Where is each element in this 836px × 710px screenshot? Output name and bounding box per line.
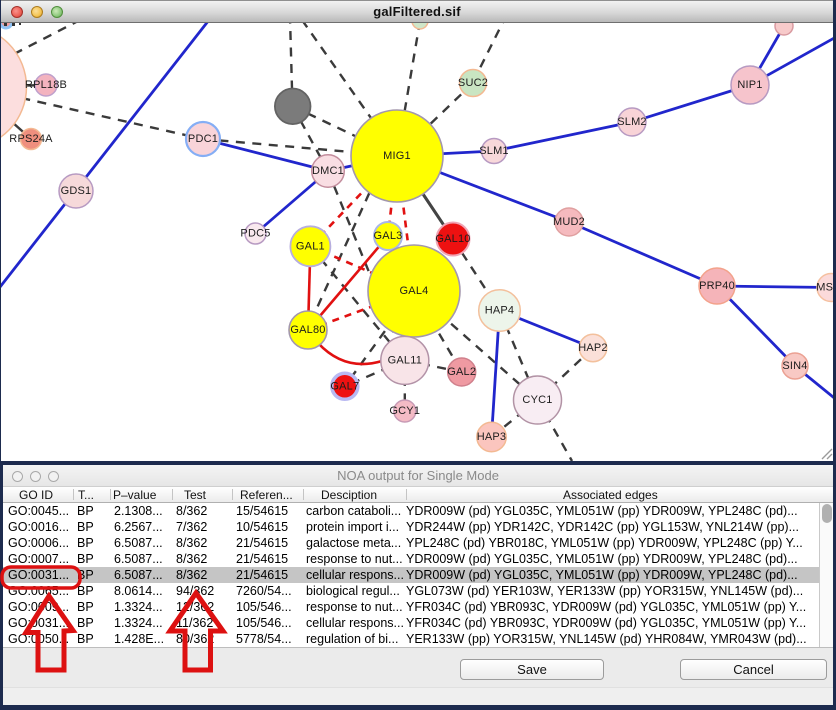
- svg-text:GAL3: GAL3: [374, 230, 403, 242]
- svg-text:SLM2: SLM2: [617, 116, 647, 128]
- svg-text:RPS24A: RPS24A: [9, 133, 53, 145]
- svg-text:PRP40: PRP40: [699, 280, 735, 292]
- svg-text:MSL1: MSL1: [816, 282, 833, 294]
- svg-text:NIP1: NIP1: [737, 79, 762, 91]
- svg-text:MIG1: MIG1: [383, 150, 411, 162]
- svg-text:GAL1: GAL1: [296, 240, 325, 252]
- svg-text:DMC1: DMC1: [312, 165, 344, 177]
- svg-text:SLM1: SLM1: [479, 145, 509, 157]
- svg-text:GAL2: GAL2: [447, 366, 476, 378]
- svg-text:GAL10: GAL10: [435, 233, 470, 245]
- svg-text:GAL11: GAL11: [388, 354, 422, 366]
- svg-text:CYC1: CYC1: [522, 394, 552, 406]
- svg-text:PDC1: PDC1: [188, 133, 218, 145]
- svg-text:MUD2: MUD2: [553, 216, 585, 228]
- svg-text:GDS1: GDS1: [61, 185, 92, 197]
- svg-text:RPL18B: RPL18B: [25, 79, 67, 91]
- svg-text:GAL7: GAL7: [330, 380, 359, 392]
- svg-text:GAL80: GAL80: [290, 324, 325, 336]
- svg-text:SIN4: SIN4: [782, 360, 807, 372]
- svg-text:GAL4: GAL4: [400, 285, 429, 297]
- svg-text:SUC2: SUC2: [458, 77, 488, 89]
- svg-text:GCY1: GCY1: [389, 405, 420, 417]
- svg-text:HAP4: HAP4: [485, 305, 515, 317]
- svg-text:HAP2: HAP2: [578, 342, 608, 354]
- svg-text:PDC5: PDC5: [240, 228, 270, 240]
- svg-text:HAP3: HAP3: [477, 431, 507, 443]
